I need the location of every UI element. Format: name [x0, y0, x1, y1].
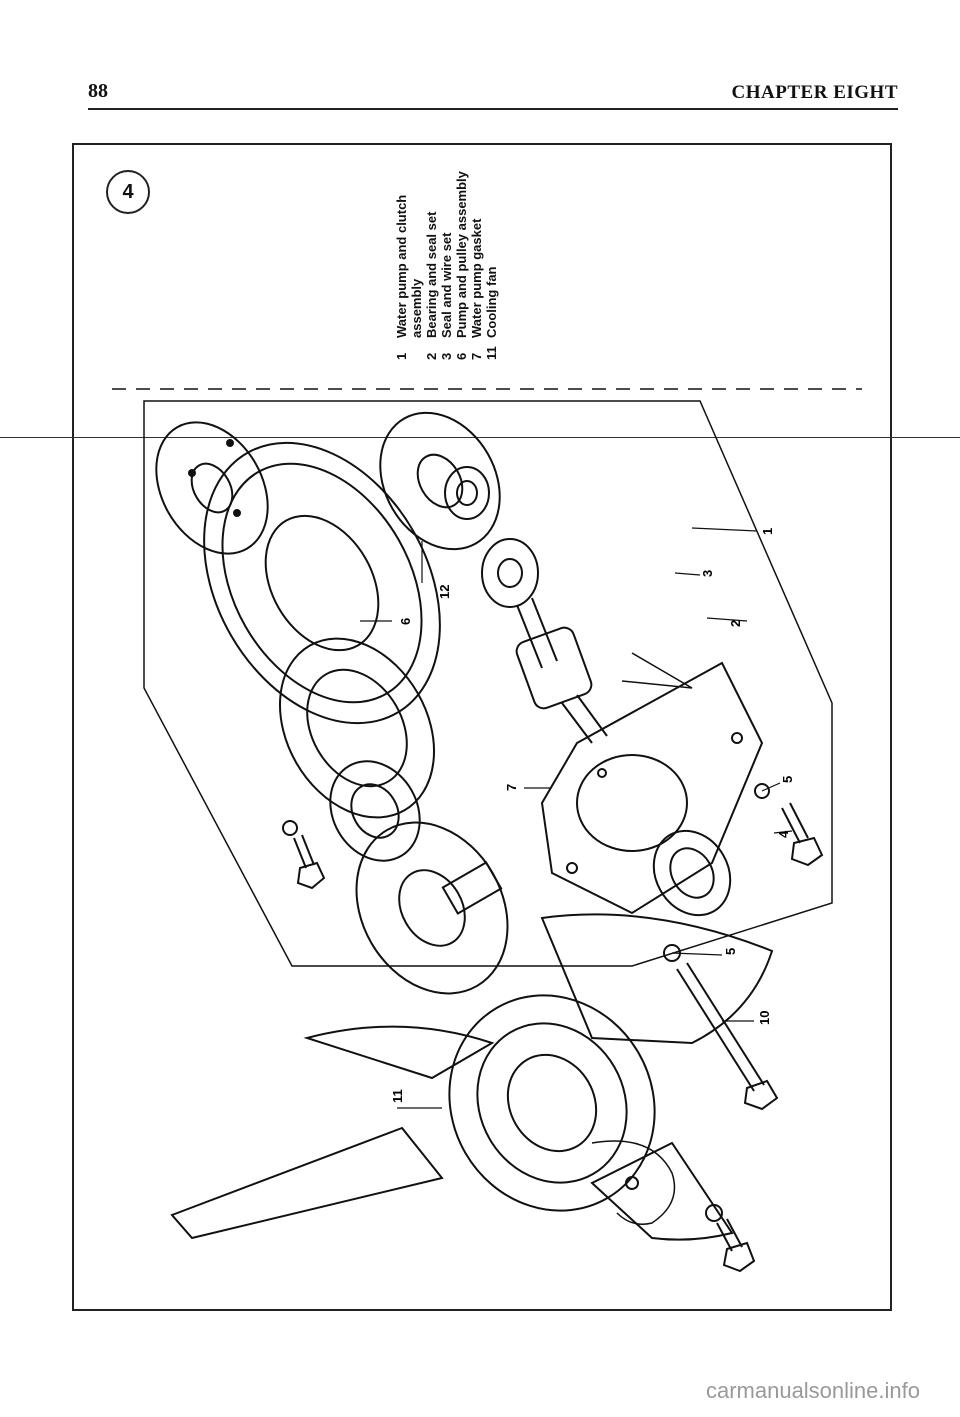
hub-flange	[155, 421, 269, 555]
chapter-title: CHAPTER EIGHT	[731, 82, 898, 103]
callout-2: 2	[728, 620, 743, 627]
figure-frame	[72, 143, 892, 1311]
callout-11: 11	[390, 1089, 405, 1103]
callout-1: 1	[760, 528, 775, 535]
fan-mounting-ring	[591, 1140, 676, 1225]
long-bolt	[663, 944, 779, 1111]
watermark: carmanualsonline.info	[705, 1378, 920, 1403]
bolt-left	[282, 820, 326, 890]
pump-shaft	[481, 538, 608, 744]
page-number: 88	[88, 80, 108, 102]
cooling-fan	[170, 913, 774, 1241]
callout-3: 3	[700, 570, 715, 577]
figure-number-badge: 4	[106, 170, 150, 214]
page-header: 88 CHAPTER EIGHT	[88, 78, 898, 110]
impeller	[379, 411, 501, 551]
callout-5: 5	[723, 948, 738, 955]
page-cut-line	[0, 437, 960, 438]
water-pump-body	[540, 661, 764, 917]
assembly-outline	[143, 400, 833, 967]
callout-5: 5	[780, 776, 795, 783]
fan-bolt	[705, 1204, 756, 1273]
bolt-right	[754, 783, 824, 867]
callout-10: 10	[757, 1011, 772, 1025]
seal-wire-clip	[621, 652, 693, 689]
bearing	[329, 760, 421, 862]
callout-4: 4	[776, 830, 791, 838]
callout-7: 7	[504, 784, 519, 791]
leader-lines	[360, 527, 793, 1109]
clutch-plate	[355, 821, 509, 995]
pump-pulley	[203, 441, 441, 725]
exploded-parts-diagram: 1 2 3 4 5 5 6 7 10 11 12	[112, 388, 862, 1273]
callout-6: 6	[398, 618, 413, 625]
clutch-housing	[278, 637, 436, 819]
callout-12: 12	[437, 585, 452, 599]
